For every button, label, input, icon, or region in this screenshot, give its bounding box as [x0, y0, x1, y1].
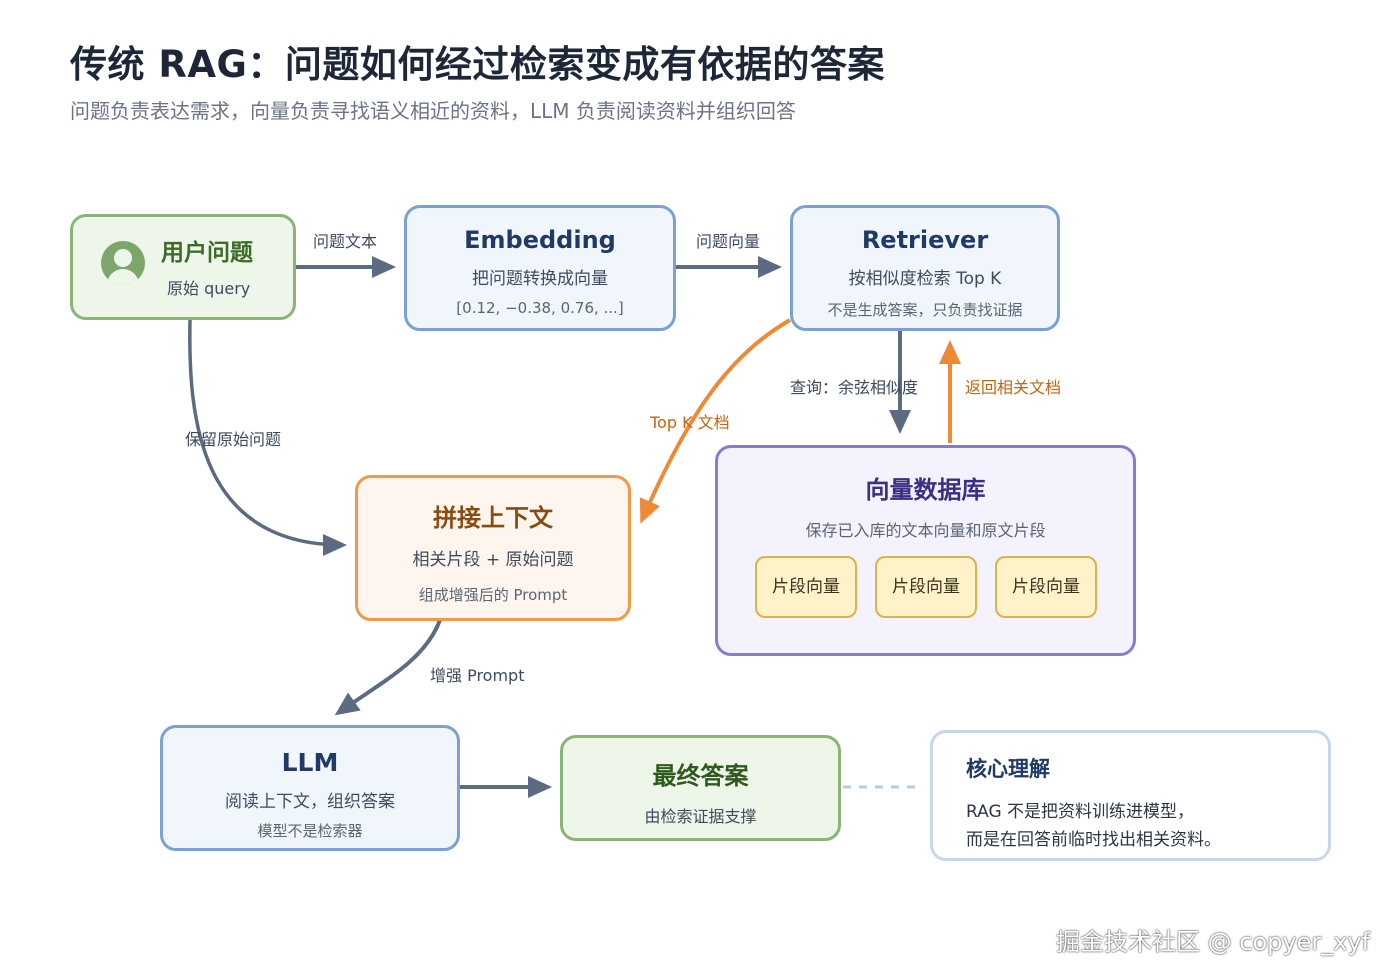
concat-context-node: 拼接上下文 相关片段 + 原始问题 组成增强后的 Prompt	[355, 475, 631, 621]
core-title: 核心理解	[966, 757, 1050, 781]
page-subtitle: 问题负责表达需求，向量负责寻找语义相近的资料，LLM 负责阅读资料并组织回答	[70, 99, 796, 123]
edge-label-augmented-prompt: 增强 Prompt	[430, 666, 525, 685]
edge-label-keep-question: 保留原始问题	[185, 430, 282, 449]
page-title: 传统 RAG：问题如何经过检索变成有依据的答案	[70, 43, 885, 86]
llm-desc: 阅读上下文，组织答案	[225, 792, 395, 812]
llm-note: 模型不是检索器	[257, 822, 363, 840]
edge-retriever-concat	[639, 318, 792, 524]
chunk-vector-chip: 片段向量	[995, 556, 1097, 618]
edge-user-concat	[188, 319, 347, 556]
user-avatar-icon	[101, 241, 145, 285]
core-line-1: RAG 不是把资料训练进模型，	[966, 802, 1195, 822]
user-question-node: 用户问题 原始 query	[70, 214, 296, 320]
retriever-title: Retriever	[861, 226, 989, 254]
user-question-title: 用户问题	[161, 240, 253, 266]
llm-title: LLM	[281, 748, 339, 777]
concat-note: 组成增强后的 Prompt	[418, 586, 568, 604]
edge-label-return-docs: 返回相关文档	[965, 378, 1062, 397]
watermark: 掘金技术社区 @ copyer_xyf	[1056, 928, 1371, 956]
embedding-node: Embedding 把问题转换成向量 [0.12, −0.38, 0.76, .…	[404, 205, 676, 331]
vector-db-desc: 保存已入库的文本向量和原文片段	[805, 521, 1046, 540]
final-answer-node: 最终答案 由检索证据支撑	[560, 735, 841, 841]
retriever-node: Retriever 按相似度检索 Top K 不是生成答案，只负责找证据	[790, 205, 1060, 331]
chunk-vector-chip: 片段向量	[875, 556, 977, 618]
retriever-desc: 按相似度检索 Top K	[848, 269, 1002, 289]
core-line-2: 而是在回答前临时找出相关资料。	[966, 830, 1221, 850]
user-question-sub: 原始 query	[167, 279, 251, 298]
vector-db-title: 向量数据库	[865, 476, 986, 504]
retriever-note: 不是生成答案，只负责找证据	[827, 301, 1023, 319]
concat-desc: 相关片段 + 原始问题	[412, 550, 574, 570]
chunk-vector-chip: 片段向量	[755, 556, 857, 618]
core-understanding-note: 核心理解 RAG 不是把资料训练进模型， 而是在回答前临时找出相关资料。	[930, 730, 1331, 861]
edge-label-question-text: 问题文本	[313, 232, 378, 251]
embedding-vector-example: [0.12, −0.38, 0.76, ...]	[456, 299, 624, 317]
embedding-title: Embedding	[464, 226, 616, 254]
final-answer-desc: 由检索证据支撑	[644, 807, 757, 826]
edge-label-cosine-query: 查询：余弦相似度	[790, 378, 919, 397]
final-answer-title: 最终答案	[652, 762, 749, 790]
edge-concat-llm	[334, 619, 442, 716]
edge-label-topk-docs: Top K 文档	[650, 413, 730, 432]
concat-title: 拼接上下文	[433, 504, 553, 532]
llm-node: LLM 阅读上下文，组织答案 模型不是检索器	[160, 725, 460, 851]
edge-label-question-vector: 问题向量	[696, 232, 761, 251]
embedding-desc: 把问题转换成向量	[472, 269, 608, 289]
vector-db-node: 向量数据库 保存已入库的文本向量和原文片段 片段向量 片段向量 片段向量	[715, 445, 1136, 656]
